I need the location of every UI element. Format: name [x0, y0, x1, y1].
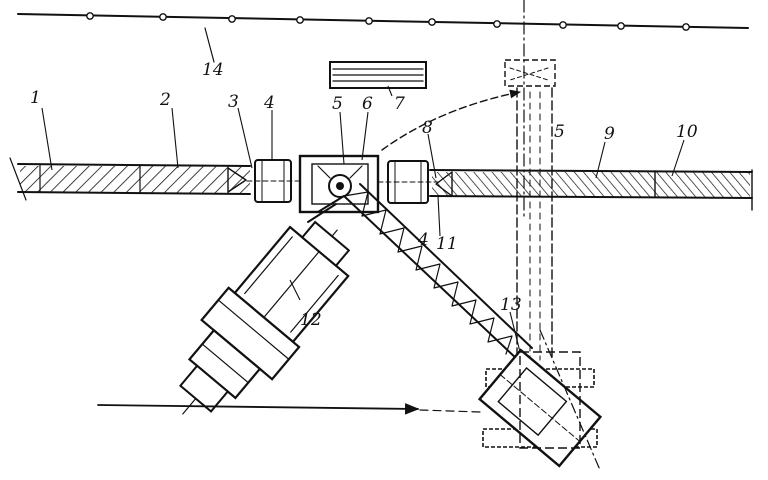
- coupling-left: [246, 159, 303, 203]
- label-2: 2: [160, 90, 171, 110]
- label-8: 8: [422, 118, 433, 138]
- joint-housing: [298, 154, 380, 214]
- label-6: 6: [362, 94, 373, 114]
- travel-direction-arrow: [97, 403, 481, 415]
- pipeline-right: [429, 169, 753, 211]
- crane-body: [477, 329, 603, 471]
- label-1: 1: [30, 88, 41, 108]
- label-13: 13: [500, 295, 522, 315]
- label-14: 14: [202, 60, 224, 80]
- label-3: 3: [228, 92, 239, 112]
- label-9: 9: [604, 124, 615, 144]
- stacked-plates: [329, 61, 427, 89]
- label-4a: 4: [264, 93, 275, 113]
- alternate-position: [504, 0, 556, 361]
- coupling-right: [377, 160, 441, 204]
- label-10: 10: [676, 122, 698, 142]
- leader-lines: [41, 85, 685, 353]
- tracked-machine: [178, 220, 351, 415]
- overhead-line: [17, 12, 749, 63]
- label-7: 7: [394, 94, 405, 114]
- lattice-boom: [307, 183, 533, 361]
- swing-arc: [381, 89, 522, 151]
- label-4b: 4: [418, 230, 429, 250]
- label-5a: 5: [332, 94, 343, 114]
- label-5b: 5: [554, 122, 565, 142]
- pipeline-left: [9, 157, 251, 201]
- label-12: 12: [300, 310, 322, 330]
- label-11: 11: [436, 234, 458, 254]
